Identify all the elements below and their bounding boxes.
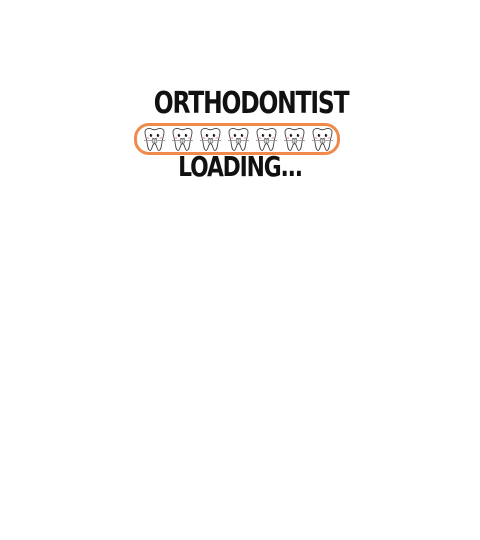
tooth-with-braces-icon bbox=[228, 128, 249, 151]
tooth-with-braces-icon bbox=[312, 128, 333, 151]
tooth-with-braces-icon bbox=[144, 128, 165, 151]
progress-teeth bbox=[141, 127, 336, 153]
tooth-with-braces-icon bbox=[200, 128, 221, 151]
headline-loading: LOADING... bbox=[178, 150, 303, 183]
orthodontist-loading-graphic: ORTHODONTIST LOADING... bbox=[130, 86, 350, 186]
tooth-with-braces-icon bbox=[172, 128, 193, 151]
loading-progress-bar bbox=[134, 123, 340, 155]
tooth-with-braces-icon bbox=[284, 128, 305, 151]
tooth-with-braces-icon bbox=[256, 128, 277, 151]
headline-orthodontist: ORTHODONTIST bbox=[153, 86, 350, 121]
